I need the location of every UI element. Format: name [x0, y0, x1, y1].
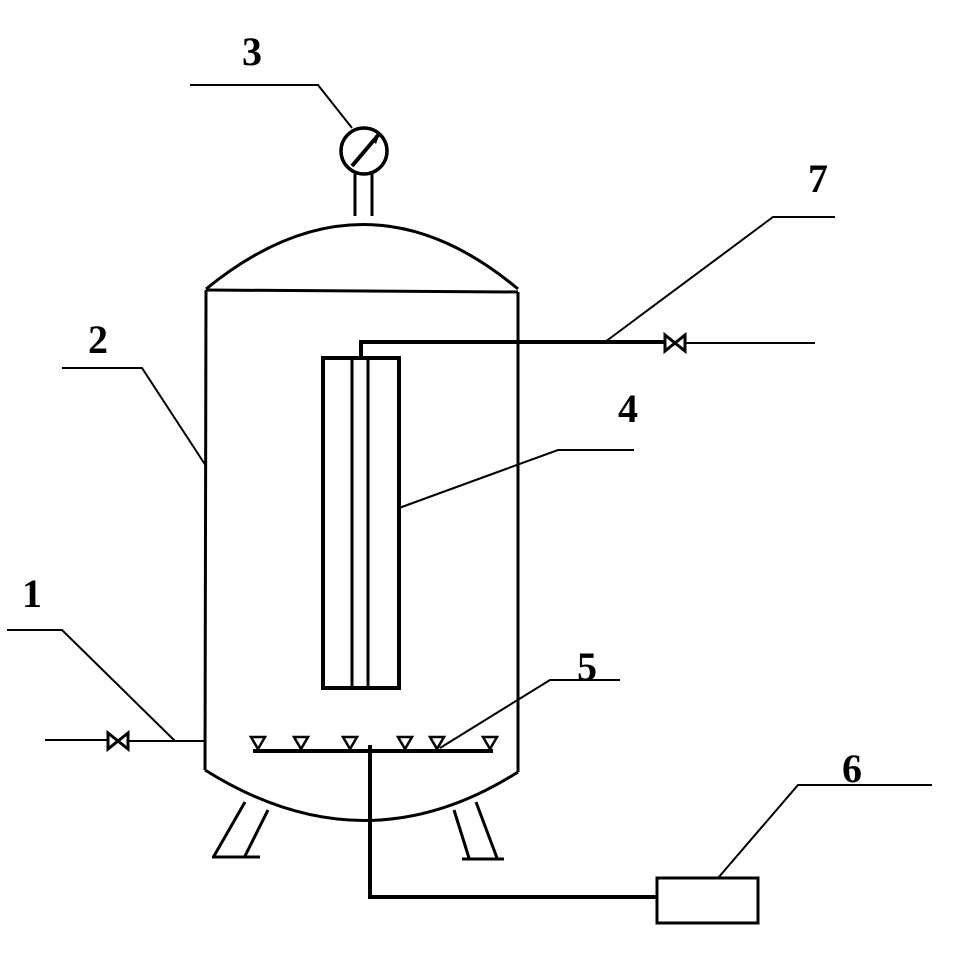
callout-labels: 1 2 3 4 5 6 7: [22, 29, 862, 791]
callout-label-6: 6: [842, 746, 862, 791]
membrane-module: [321, 356, 401, 690]
leader-line-6: [717, 784, 932, 879]
vessel-top-seam: [205, 288, 519, 294]
callout-label-2: 2: [88, 317, 108, 362]
callout-label-1: 1: [22, 571, 42, 616]
nozzle-1: [248, 735, 268, 752]
leader-lines: [7, 84, 932, 879]
leader-line-7: [604, 216, 835, 343]
leader-line-1: [7, 629, 176, 742]
leader-line-5: [439, 679, 620, 749]
callout-label-3: 3: [242, 29, 262, 74]
leader-line-4: [398, 449, 634, 509]
leader-line-3: [190, 84, 353, 129]
outlet-pipe: [359, 331, 815, 358]
callout-label-7: 7: [808, 156, 828, 201]
vessel-left-wall: [203, 289, 208, 771]
nozzle-group: [248, 735, 500, 752]
vessel-bottom-dome: [204, 768, 519, 822]
vessel-top-dome: [205, 223, 519, 291]
nozzle-6: [480, 735, 500, 752]
pressure-gauge: [339, 126, 389, 216]
outlet-valve-icon: [663, 331, 687, 355]
callout-label-4: 4: [618, 386, 638, 431]
support-legs: [212, 801, 504, 861]
nozzle-4: [395, 735, 415, 752]
aeration-distributor: [248, 735, 500, 753]
nozzle-3: [340, 735, 360, 752]
air-supply-pipe: [368, 745, 657, 899]
nozzle-5: [427, 735, 447, 752]
nozzle-2: [291, 735, 311, 752]
callout-label-5: 5: [577, 644, 597, 689]
blower-box: [655, 876, 760, 925]
inlet-pipe: [45, 729, 205, 753]
inlet-valve-icon: [106, 729, 130, 753]
leader-line-2: [62, 367, 207, 467]
